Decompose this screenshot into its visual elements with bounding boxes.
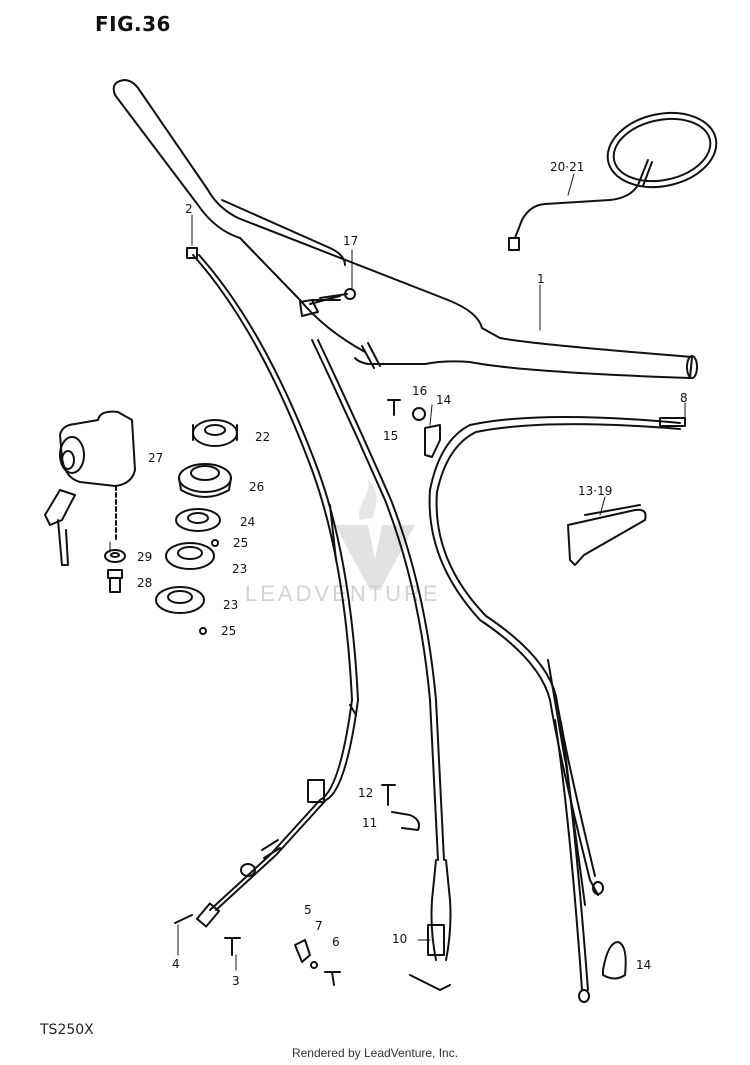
ignition-switch [44,410,136,566]
mirror [508,111,718,251]
callout-15: 15 [383,429,398,443]
band-clip [567,504,647,566]
callout-20-21: 20·21 [550,160,584,174]
brake-cable [428,415,686,1003]
callout-24: 24 [240,515,255,529]
callout-5: 5 [304,903,312,917]
callout-13-19: 13·19 [578,484,612,498]
footer-credit: Rendered by LeadVenture, Inc. [291,1046,459,1060]
callout-7: 7 [315,919,323,933]
clutch-cable [174,247,359,928]
callout-22: 22 [255,430,270,444]
small-hardware [319,288,441,458]
bolts-3-7 [224,937,341,986]
callout-27: 27 [148,451,163,465]
throttle-cable [311,339,452,991]
callout-3: 3 [232,974,240,988]
switch-hardware [104,549,126,593]
steering-stem-parts [155,419,238,635]
callout-12: 12 [358,786,373,800]
bracket-11 [381,784,420,831]
callout-labels: 1 2 3 4 5 6 7 8 10 11 12 13·19 14 14 15 … [137,160,688,988]
callout-6: 6 [332,935,340,949]
leader-lines [109,173,686,971]
callout-17: 17 [343,234,358,248]
callout-4: 4 [172,957,180,971]
callout-16: 16 [412,384,427,398]
callout-2: 2 [185,202,193,216]
callout-23b: 23 [223,598,238,612]
figure-title: FIG.36 [95,12,171,36]
callout-8: 8 [680,391,688,405]
callout-1: 1 [537,272,545,286]
callout-14: 14 [436,393,451,407]
callout-26: 26 [249,480,264,494]
callout-25b: 25 [221,624,236,638]
handlebar [112,79,698,379]
model-label: TS250X [40,1022,94,1038]
callout-23a: 23 [232,562,247,576]
callout-14-boot: 14 [636,958,651,972]
callout-11: 11 [362,816,377,830]
watermark-logo [335,525,415,590]
callout-29: 29 [137,550,152,564]
cable-boot [602,941,627,980]
callout-25a: 25 [233,536,248,550]
callout-10: 10 [392,932,407,946]
callout-28: 28 [137,576,152,590]
